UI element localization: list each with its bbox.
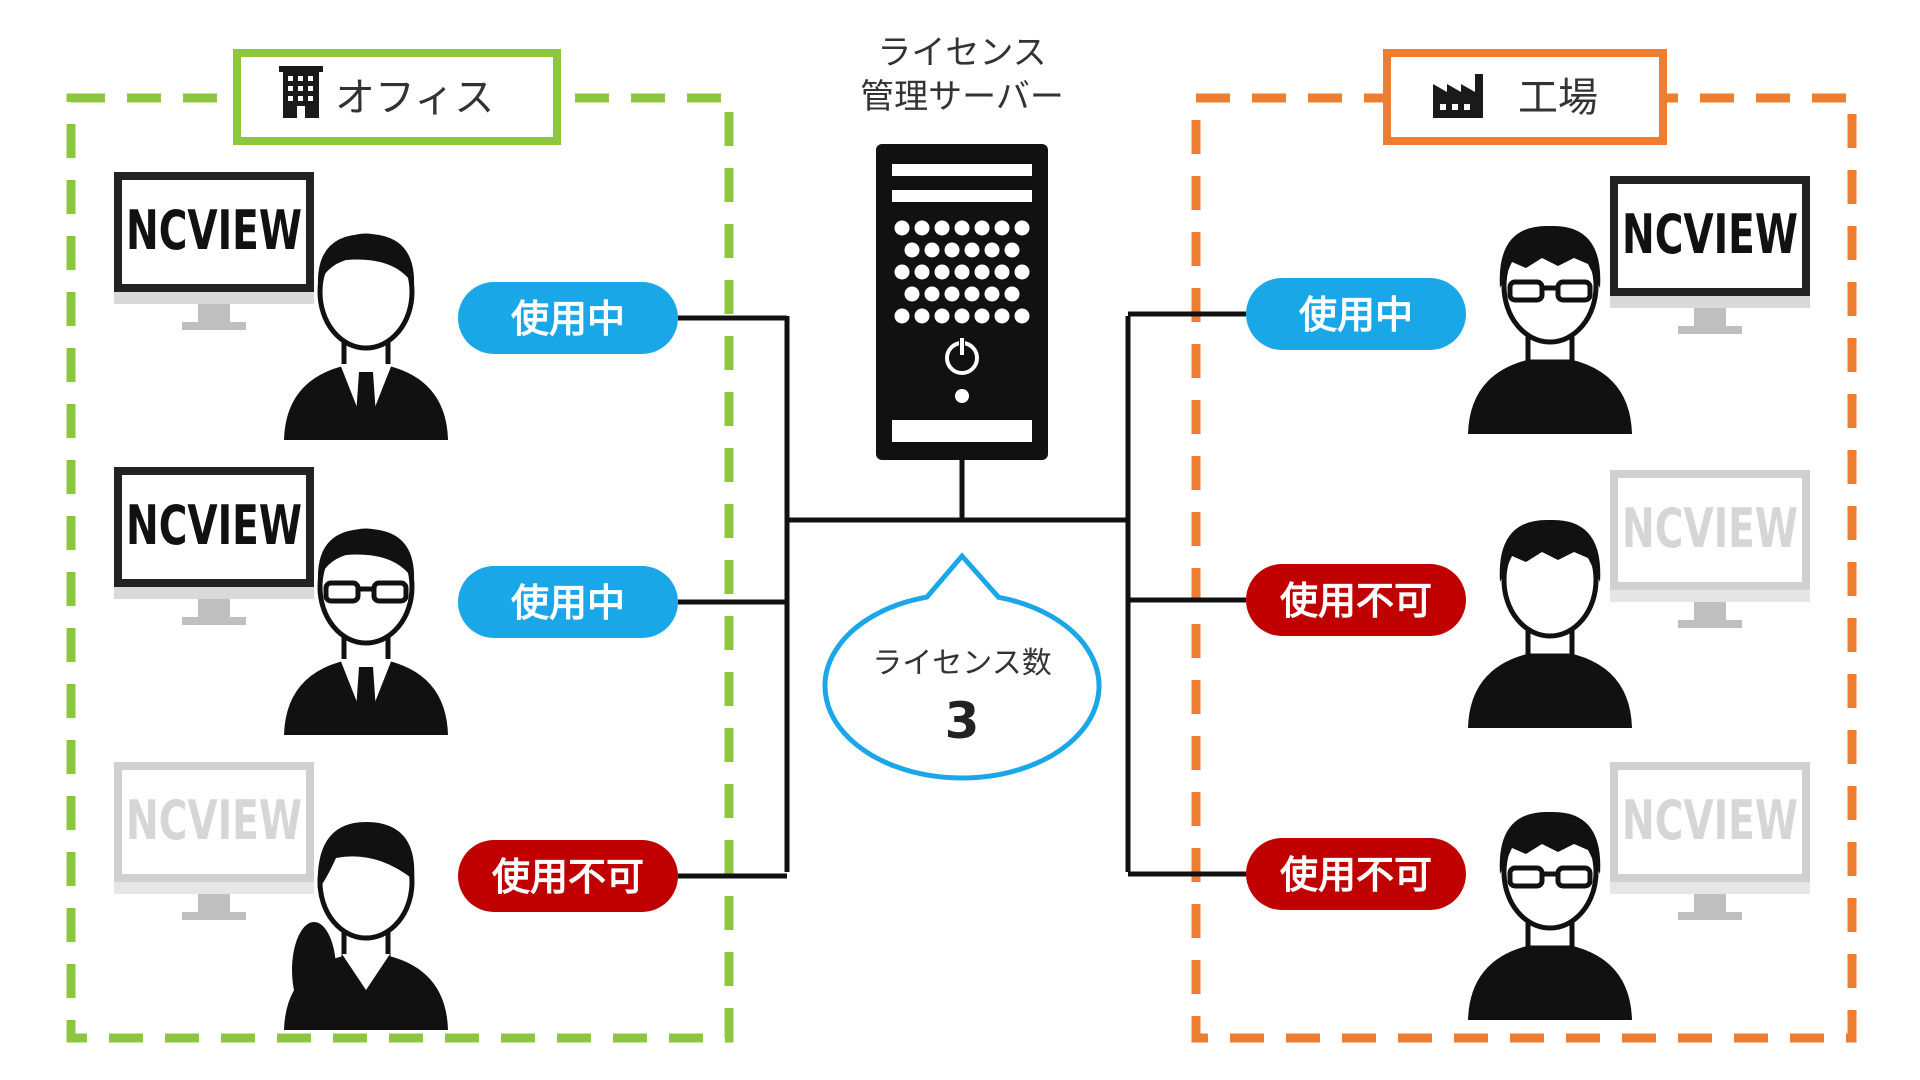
status-label: 使用不可	[1280, 579, 1432, 623]
glasses-icon	[1507, 279, 1593, 303]
building-icon	[279, 66, 323, 118]
glasses-icon	[323, 580, 409, 604]
license-count-value: 3	[945, 692, 980, 750]
worker-avatar	[1468, 519, 1632, 728]
server-label-line2: 管理サーバー	[860, 77, 1064, 117]
monitor-app-label: NCVIEW	[1622, 203, 1798, 266]
office-user: NCVIEW 使用中	[114, 467, 678, 735]
status-badge: 使用中	[458, 282, 678, 354]
status-label: 使用中	[511, 297, 625, 341]
license-count-label: ライセンス数	[872, 646, 1051, 681]
monitor-icon: NCVIEW	[114, 172, 314, 330]
connection-lines	[784, 316, 1131, 872]
factory-zone-border	[1191, 93, 1857, 1043]
monitor-app-label: NCVIEW	[126, 494, 302, 557]
license-server: ライセンス 管理サーバー	[860, 33, 1064, 460]
server-label-line1: ライセンス	[877, 33, 1046, 73]
monitor-icon: NCVIEW	[1610, 762, 1810, 920]
worker-glasses-avatar	[1468, 811, 1632, 1020]
monitor-app-label: NCVIEW	[126, 199, 302, 262]
office-user: NCVIEW 使用中	[114, 172, 678, 440]
monitor-icon: NCVIEW	[1610, 470, 1810, 628]
glasses-icon	[1507, 865, 1593, 889]
monitor-icon: NCVIEW	[1610, 176, 1810, 334]
factory-user: NCVIEW 使用中	[1246, 176, 1810, 434]
businessman-avatar	[284, 233, 448, 440]
status-label: 使用不可	[1280, 853, 1432, 897]
monitor-app-label: NCVIEW	[1622, 789, 1798, 852]
factory-title: 工場	[1518, 75, 1598, 121]
status-badge: 使用不可	[1246, 838, 1466, 910]
office-zone: オフィス	[66, 49, 734, 1043]
businessman-glasses-avatar	[284, 528, 448, 735]
factory-icon	[1433, 74, 1483, 118]
status-label: 使用不可	[492, 855, 644, 899]
factory-user: NCVIEW 使用不可	[1246, 762, 1810, 1020]
monitor-app-label: NCVIEW	[126, 789, 302, 852]
factory-zone: 工場	[1191, 49, 1857, 1043]
status-badge: 使用不可	[1246, 564, 1466, 636]
monitor-icon: NCVIEW	[114, 467, 314, 625]
status-label: 使用中	[511, 581, 625, 625]
factory-user: NCVIEW 使用不可	[1246, 470, 1810, 728]
office-zone-border	[66, 93, 734, 1043]
factory-users: NCVIEW 使用中 NCVIEW 使用不可 NCVIEW 使用不可	[1246, 176, 1810, 1020]
monitor-app-label: NCVIEW	[1622, 497, 1798, 560]
businesswoman-avatar	[284, 822, 448, 1030]
status-badge: 使用中	[458, 566, 678, 638]
status-label: 使用中	[1299, 293, 1413, 337]
power-icon	[945, 338, 979, 375]
status-badge: 使用不可	[458, 840, 678, 912]
office-user: NCVIEW 使用不可	[114, 762, 678, 1030]
monitor-icon: NCVIEW	[114, 762, 314, 920]
office-users: NCVIEW 使用中 NCVIEW 使用中 NCVIEW 使用不可	[114, 172, 678, 1030]
license-count-bubble: ライセンス数 3	[822, 552, 1102, 781]
worker-glasses-avatar	[1468, 225, 1632, 434]
status-badge: 使用中	[1246, 278, 1466, 350]
office-title: オフィス	[335, 75, 494, 121]
